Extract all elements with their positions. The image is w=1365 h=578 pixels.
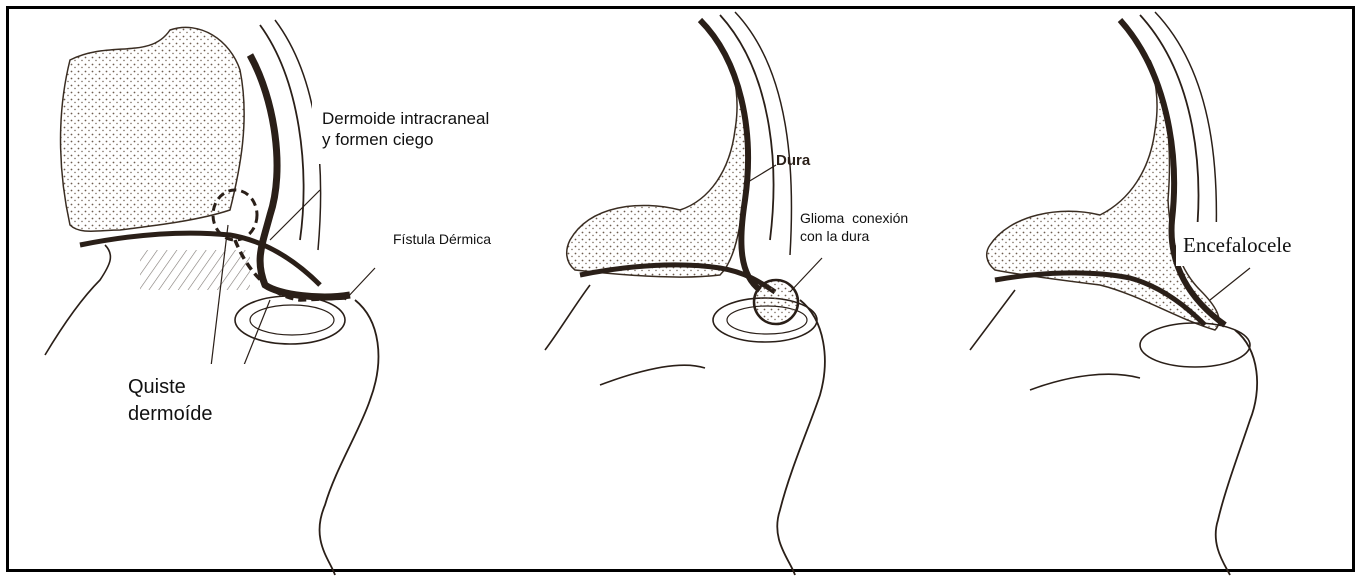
brain-tissue-1 xyxy=(61,27,245,231)
panel-encefalocele xyxy=(970,12,1257,575)
label-glioma: Glioma conexión con la dura xyxy=(800,210,908,245)
lip-2 xyxy=(545,285,590,350)
jaw-2 xyxy=(600,365,705,385)
leader-fistula xyxy=(345,268,375,300)
leader-quiste-a xyxy=(210,225,228,375)
brain-tissue-3 xyxy=(987,60,1219,330)
label-encefalocele: Encefalocele xyxy=(1183,232,1291,258)
hatch-region-1 xyxy=(140,250,250,290)
label-quiste-dermoide: Quiste dermoíde xyxy=(128,374,213,428)
dura-1 xyxy=(250,55,350,297)
glioma-mass xyxy=(754,280,798,324)
leader-encefalocele xyxy=(1210,268,1250,300)
jaw-3 xyxy=(1030,374,1140,390)
label-dura: Dura xyxy=(776,152,810,171)
label-glioma-line2: con la dura xyxy=(800,228,908,246)
nasal-cartilage-1 xyxy=(235,296,345,344)
label-quiste-line1: Quiste xyxy=(128,374,213,401)
panel-glioma xyxy=(545,12,825,575)
label-quiste-line2: dermoíde xyxy=(128,401,213,428)
leader-glioma xyxy=(790,258,822,292)
label-dermoide-intracraneal: Dermoide intracraneal y formen ciego xyxy=(322,108,489,151)
dermoid-cyst-outline xyxy=(213,190,257,240)
nasal-cartilage-3 xyxy=(1140,323,1250,367)
label-dermoide-line2: y formen ciego xyxy=(322,129,489,150)
lip-1 xyxy=(45,245,110,355)
brain-tissue-2 xyxy=(567,60,747,277)
leader-dura xyxy=(748,165,776,182)
nose-3 xyxy=(1216,330,1257,575)
label-dermoide-line1: Dermoide intracraneal xyxy=(322,108,489,129)
label-fistula-dermica: Fístula Dérmica xyxy=(393,231,491,249)
lip-3 xyxy=(970,290,1015,350)
nose-1 xyxy=(320,300,379,575)
label-glioma-line1: Glioma conexión xyxy=(800,210,908,228)
